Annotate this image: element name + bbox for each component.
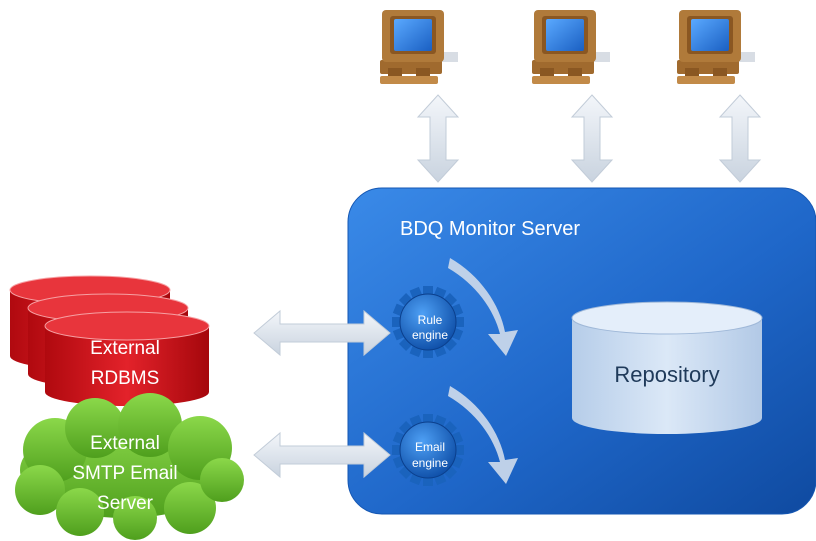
- client-computer-3: [677, 10, 755, 84]
- gear-icon: [392, 286, 464, 358]
- repository-cylinder: [571, 301, 763, 434]
- double-arrow-icon: [718, 94, 762, 183]
- computer-icon: [532, 10, 610, 84]
- rule-engine: [392, 286, 464, 358]
- double-arrow-icon: [416, 94, 460, 183]
- curved-arrow-rule: [448, 258, 518, 356]
- database-icon: [9, 275, 210, 406]
- gear-icon: [392, 414, 464, 486]
- client-server-arrow-2: [570, 94, 614, 183]
- client-server-arrow-3: [718, 94, 762, 183]
- client-computer-2: [532, 10, 610, 84]
- repository-label: Repository: [614, 362, 720, 387]
- email-engine: [392, 414, 464, 486]
- double-arrow-icon: [253, 309, 391, 357]
- rdbms-engine-arrow: [253, 309, 391, 357]
- double-arrow-icon: [253, 431, 391, 479]
- smtp-label-line2: SMTP Email: [72, 463, 178, 484]
- external-smtp-cloud: [15, 393, 244, 540]
- smtp-engine-arrow: [253, 431, 391, 479]
- email-engine-label-line1: Email: [414, 440, 445, 454]
- smtp-label-line3: Server: [97, 493, 153, 514]
- rdbms-label-line1: External: [90, 338, 160, 359]
- server-title: BDQ Monitor Server: [400, 218, 581, 240]
- rdbms-label-line2: RDBMS: [90, 368, 160, 389]
- email-engine-label-line2: engine: [411, 456, 449, 470]
- external-rdbms: [9, 275, 210, 406]
- computer-icon: [677, 10, 755, 84]
- client-computer-1: [380, 10, 458, 84]
- rule-engine-label-line2: engine: [411, 328, 449, 342]
- double-arrow-icon: [570, 94, 614, 183]
- client-server-arrow-1: [416, 94, 460, 183]
- smtp-label-line1: External: [90, 433, 160, 454]
- curved-arrow-email: [448, 386, 518, 484]
- rule-engine-label-line1: Rule: [417, 313, 443, 327]
- computer-icon: [380, 10, 458, 84]
- cloud-icon: [15, 393, 244, 540]
